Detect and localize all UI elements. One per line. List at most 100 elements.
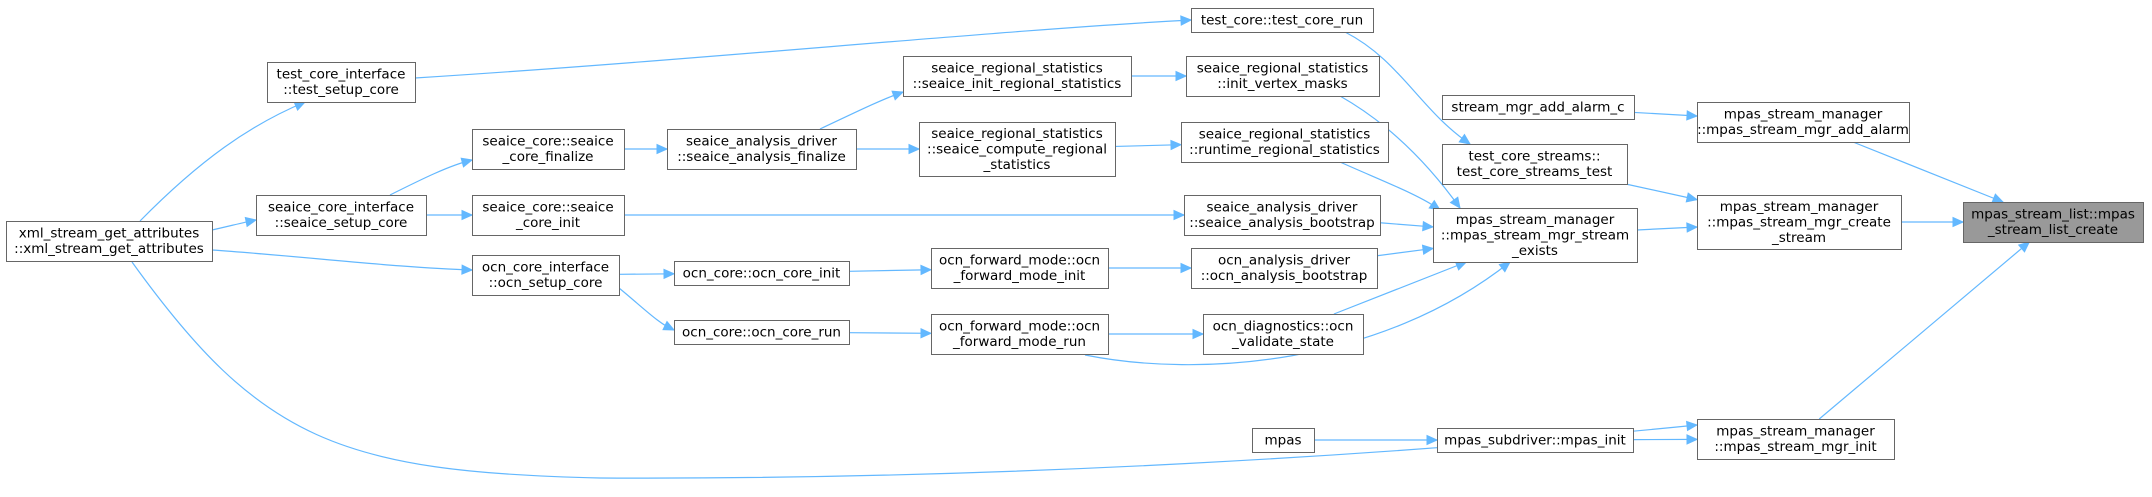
graph-node-n19[interactable]: seaice_analysis_driver::seaice_analysis_… — [667, 129, 857, 170]
graph-node-n7[interactable]: mpas_subdriver::mpas_init — [1437, 428, 1634, 453]
node-label-line: _forward_mode_run — [952, 334, 1086, 350]
edge-n19-to-n15 — [819, 91, 904, 130]
node-box — [1203, 314, 1364, 355]
graph-node-n1[interactable]: mpas_stream_manager::mpas_stream_mgr_add… — [1697, 102, 1910, 143]
edge-n9-to-n5-arrowhead — [1458, 133, 1471, 145]
graph-node-n22[interactable]: seaice_core::seaice_core_finalize — [472, 129, 625, 170]
edges-layer — [131, 15, 2031, 479]
node-label-line: seaice_core_interface — [268, 200, 414, 216]
node-label-line: mpas_subdriver::mpas_init — [1444, 432, 1626, 448]
edge-n25-to-n9-arrowhead — [1180, 15, 1193, 26]
node-label-line: ocn_analysis_driver — [1218, 253, 1351, 269]
graph-node-n17[interactable]: ocn_forward_mode::ocn_forward_mode_init — [931, 248, 1109, 289]
graph-node-n11[interactable]: seaice_regional_statistics::runtime_regi… — [1181, 122, 1389, 163]
graph-node-n26[interactable]: seaice_core_interface::seaice_setup_core — [256, 195, 427, 236]
node-box — [6, 221, 213, 262]
node-label-line: seaice_core::seaice — [482, 200, 613, 216]
node-label-line: ::mpas_stream_mgr_stream — [1441, 227, 1629, 243]
edge-n26-to-n23-arrowhead — [461, 209, 474, 221]
edge-n24-to-n21-arrowhead — [662, 320, 676, 331]
edge-n27-to-n25 — [139, 101, 306, 222]
edge-n2-to-n0-arrowhead — [1952, 216, 1965, 228]
edge-n18-to-n6-arrowhead — [1498, 261, 1511, 273]
node-label-line: test_core_interface — [277, 67, 406, 83]
node-label-line: test_core_streams:: — [1468, 149, 1600, 165]
graph-node-n10[interactable]: seaice_regional_statistics::init_vertex_… — [1186, 56, 1380, 97]
edge-n26-to-n22-arrowhead — [460, 157, 474, 168]
graph-node-n12[interactable]: seaice_analysis_driver::seaice_analysis_… — [1184, 195, 1381, 236]
node-label-line: _statistics — [983, 157, 1051, 173]
edge-n27-to-n24-arrowhead — [461, 264, 474, 275]
graph-node-n25[interactable]: test_core_interface::test_setup_core — [267, 62, 416, 103]
graph-node-n24[interactable]: ocn_core_interface::ocn_setup_core — [472, 255, 620, 296]
node-box — [674, 261, 850, 286]
edge-n23-to-n12-arrowhead — [1173, 209, 1186, 221]
edge-n17-to-n13-arrowhead — [1180, 262, 1193, 274]
edge-n12-to-n6-arrowhead — [1422, 220, 1435, 232]
node-label-line: seaice_analysis_driver — [1207, 200, 1358, 216]
edge-n19-to-n15-arrowhead — [891, 90, 905, 101]
node-label-line: xml_stream_get_attributes — [19, 226, 200, 242]
edge-n3-to-n0-arrowhead — [2017, 241, 2031, 253]
node-label-line: seaice_core::seaice — [482, 134, 613, 150]
node-label-line: ::ocn_setup_core — [489, 275, 603, 291]
graph-node-n0[interactable]: mpas_stream_list::mpas_stream_list_creat… — [1963, 202, 2144, 243]
node-label-line: test_core_streams_test — [1457, 164, 1613, 180]
node-box — [1191, 248, 1378, 289]
edge-n18-to-n14-arrowhead — [1192, 328, 1205, 340]
graph-node-n16[interactable]: seaice_regional_statistics::seaice_compu… — [919, 122, 1116, 177]
graph-node-n20[interactable]: ocn_core::ocn_core_init — [674, 261, 850, 286]
node-label-line: ocn_diagnostics::ocn — [1213, 319, 1354, 335]
node-label-line: ocn_core::ocn_core_run — [682, 324, 841, 340]
graph-node-n18[interactable]: ocn_forward_mode::ocn_forward_mode_run — [931, 314, 1109, 355]
node-box — [1963, 202, 2144, 243]
node-box — [1697, 195, 1902, 250]
node-box — [667, 129, 857, 170]
node-box — [472, 255, 620, 296]
node-label-line: ::seaice_setup_core — [275, 215, 408, 231]
node-label-line: mpas — [1264, 432, 1301, 448]
graph-node-n15[interactable]: seaice_regional_statistics::seaice_init_… — [903, 56, 1132, 97]
graph-node-n5[interactable]: test_core_streams::test_core_streams_tes… — [1442, 144, 1628, 185]
graph-node-n3[interactable]: mpas_stream_manager::mpas_stream_mgr_ini… — [1697, 419, 1895, 460]
node-label-line: mpas_stream_manager — [1456, 212, 1615, 228]
graph-node-n4[interactable]: stream_mgr_add_alarm_c — [1442, 95, 1635, 120]
node-box — [1697, 419, 1895, 460]
node-label-line: ::mpas_stream_mgr_init — [1714, 439, 1876, 455]
node-box — [931, 248, 1109, 289]
edge-n20-to-n17 — [848, 269, 932, 272]
graph-node-n8[interactable]: mpas — [1252, 428, 1315, 453]
edge-n16-to-n11-arrowhead — [1170, 139, 1183, 151]
node-box — [1181, 122, 1389, 163]
edge-n14-to-n6 — [1333, 261, 1467, 315]
node-label-line: ocn_forward_mode::ocn — [939, 253, 1100, 269]
node-box — [674, 320, 850, 345]
node-box — [1442, 144, 1628, 185]
graph-node-n2[interactable]: mpas_stream_manager::mpas_stream_mgr_cre… — [1697, 195, 1902, 250]
node-label-line: mpas_stream_manager — [1724, 107, 1883, 123]
node-label-line: seaice_regional_statistics — [931, 61, 1103, 77]
nodes-layer: mpas_stream_list::mpas_stream_list_creat… — [6, 8, 2144, 460]
graph-node-n27[interactable]: xml_stream_get_attributes::xml_stream_ge… — [6, 221, 213, 262]
graph-node-n21[interactable]: ocn_core::ocn_core_run — [674, 320, 850, 345]
node-label-line: ::xml_stream_get_attributes — [14, 241, 204, 257]
node-label-line: mpas_stream_list::mpas — [1971, 207, 2135, 223]
node-box — [1442, 95, 1635, 120]
graph-node-n14[interactable]: ocn_diagnostics::ocn_validate_state — [1203, 314, 1364, 355]
graph-node-n6[interactable]: mpas_stream_manager::mpas_stream_mgr_str… — [1433, 208, 1638, 263]
edge-n27-to-n3 — [131, 261, 1698, 479]
edge-n5-to-n2-arrowhead — [1685, 192, 1699, 203]
graph-node-n9[interactable]: test_core::test_core_run — [1191, 8, 1374, 33]
node-box — [1191, 8, 1374, 33]
node-label-line: _exists — [1511, 243, 1558, 259]
graph-node-n13[interactable]: ocn_analysis_driver::ocn_analysis_bootst… — [1191, 248, 1378, 289]
graph-node-n23[interactable]: seaice_core::seaice_core_init — [472, 195, 625, 236]
node-label-line: ::init_vertex_masks — [1217, 76, 1347, 92]
edge-n7-to-n3-arrowhead — [1686, 434, 1699, 445]
node-box — [931, 314, 1109, 355]
node-box — [1184, 195, 1381, 236]
node-label-line: mpas_stream_manager — [1720, 199, 1879, 215]
node-label-line: ocn_core::ocn_core_init — [683, 265, 841, 281]
edge-n1-to-n0-arrowhead — [1991, 193, 2005, 203]
